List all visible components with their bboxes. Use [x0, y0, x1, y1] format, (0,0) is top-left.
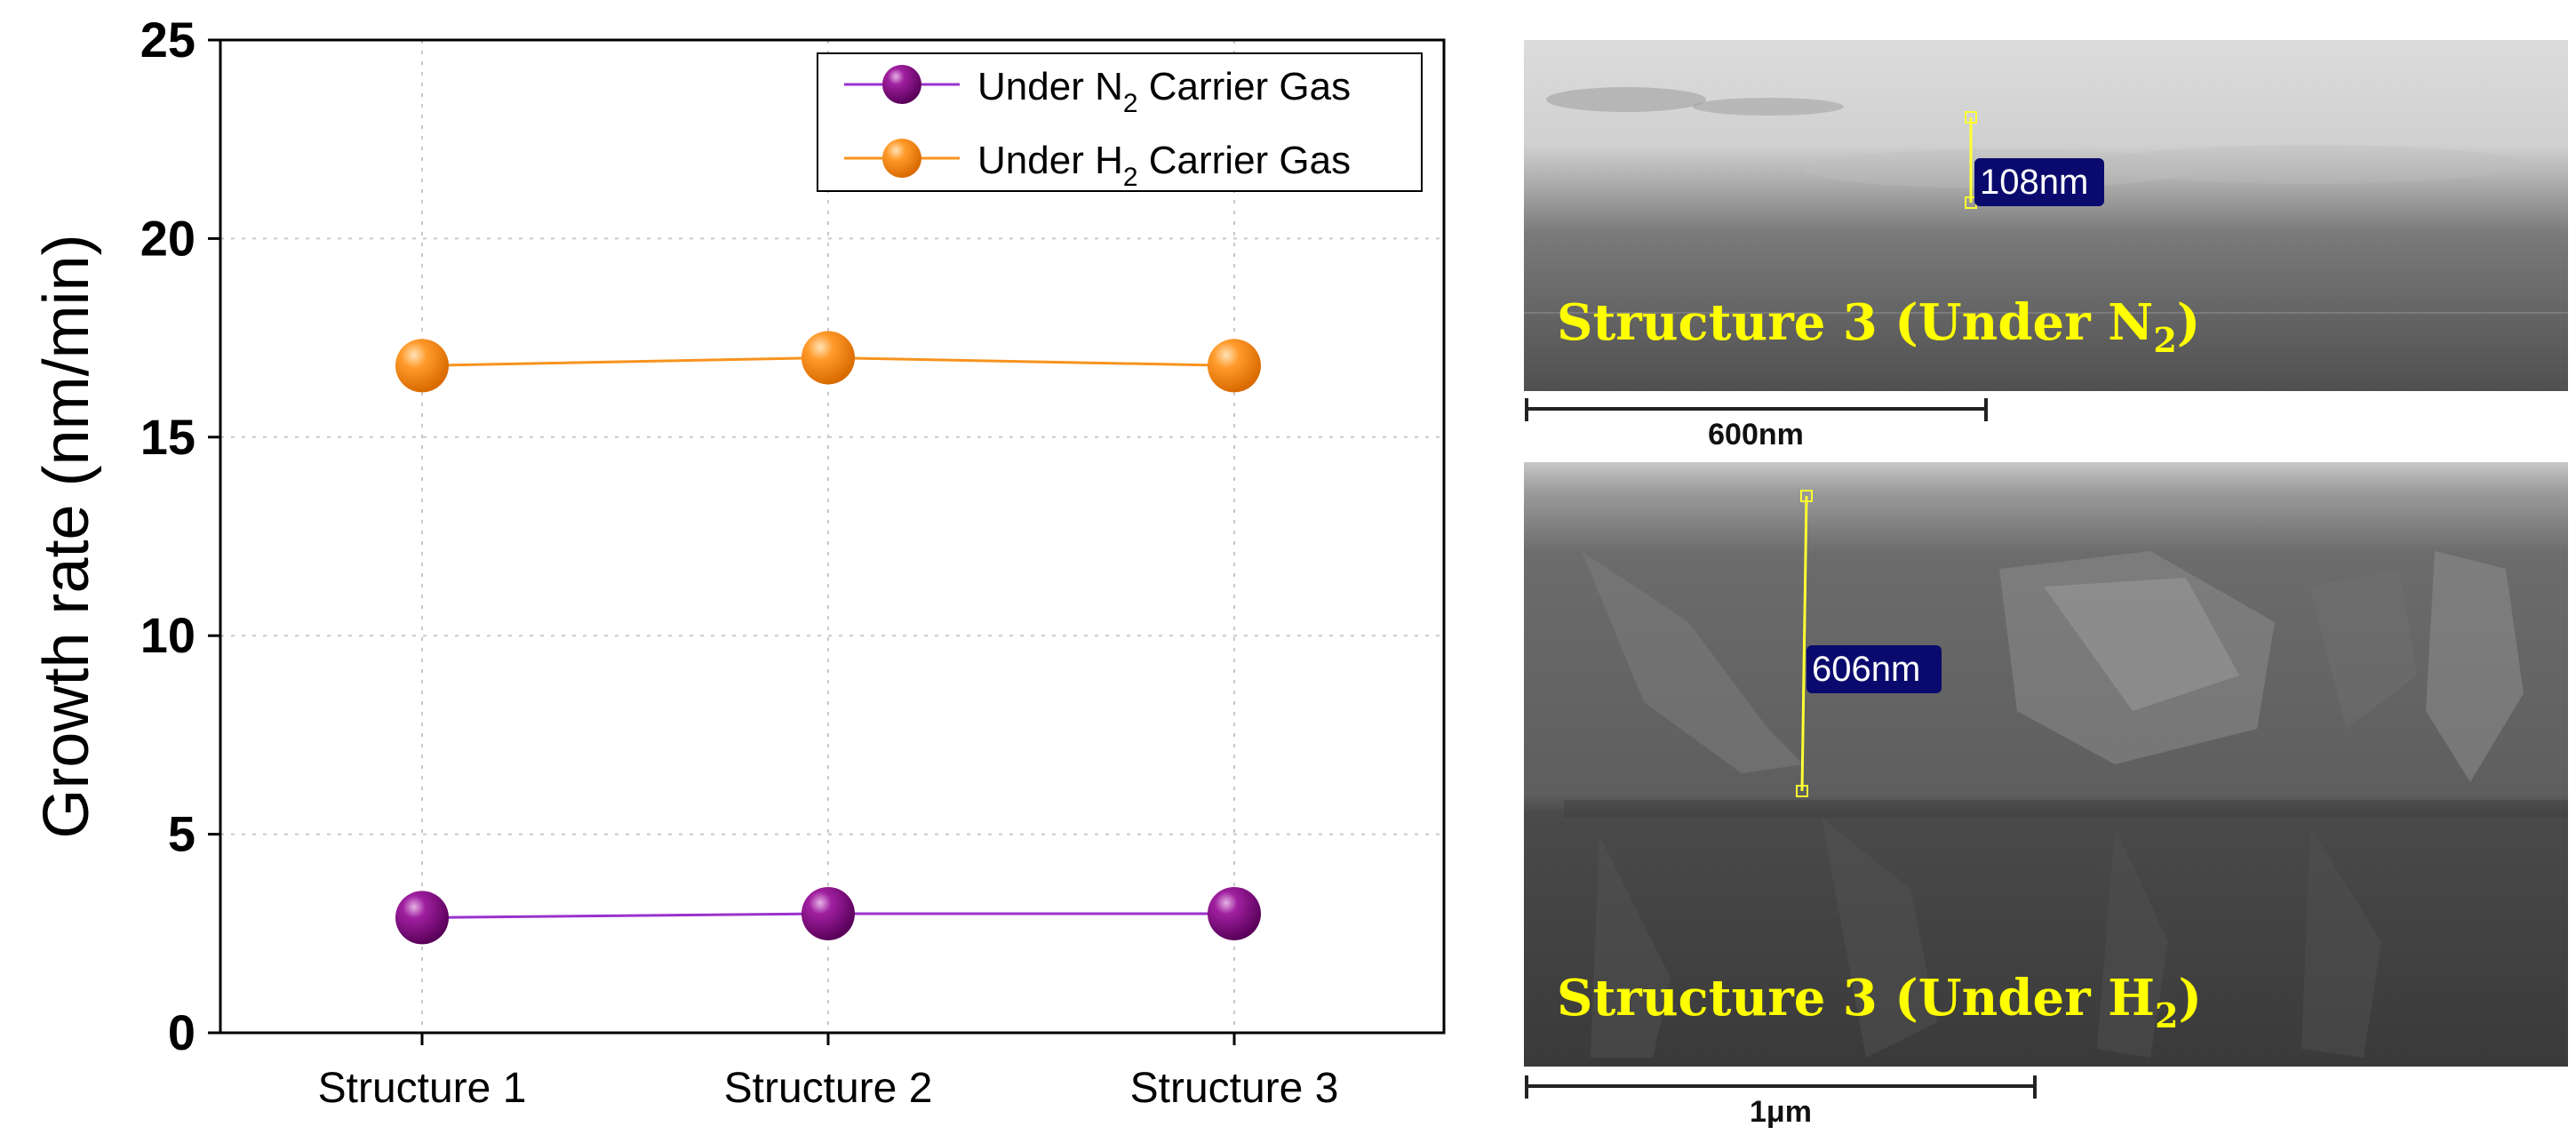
y-axis-label: Growth rate (nm/min) — [31, 234, 102, 838]
measure-label-bottom: 606nm — [1812, 650, 1920, 689]
legend-marker-n2 — [882, 65, 921, 104]
data-point-s0-1 — [802, 886, 855, 940]
measure-line-bottom — [1800, 495, 1808, 792]
measure-label-top: 108nm — [1980, 163, 2088, 202]
y-tick-label-1: 5 — [168, 806, 195, 862]
data-point-s0-2 — [1208, 886, 1261, 940]
data-point-s1-1 — [802, 331, 855, 385]
x-tick-label-2: Structure 3 — [1130, 1065, 1339, 1112]
data-point-s1-0 — [395, 339, 449, 393]
x-axis-ticks: Structure 1 Structure 2 Structure 3 — [318, 1033, 1339, 1112]
sem-image-bottom: 606nm Structure 3 (Under H2) — [1524, 462, 2568, 1067]
grid-lines — [220, 40, 1444, 1033]
legend: Under N2 Carrier Gas Under H2 Carrier Ga… — [817, 52, 1423, 192]
measure-box-top — [1974, 158, 2104, 206]
x-tick-label-0: Structure 1 — [318, 1065, 527, 1112]
legend-label-h2: Under H2 Carrier Gas — [977, 139, 1351, 192]
y-tick-label-2: 10 — [140, 607, 195, 663]
legend-marker-h2 — [882, 139, 921, 178]
measure-box-bottom — [1806, 645, 1942, 693]
sem-bottom-background — [1524, 462, 2568, 1067]
scale-bar-top: 600nm — [1525, 398, 1988, 452]
scale-bar-bottom: 1μm — [1525, 1075, 2037, 1129]
sem-caption-bottom: Structure 3 (Under H2) — [1557, 969, 2202, 1035]
x-tick-label-1: Structure 2 — [724, 1065, 933, 1112]
y-tick-label-4: 20 — [140, 210, 195, 266]
series-layer — [395, 331, 1261, 945]
y-axis-ticks: 0 5 10 15 20 25 — [140, 12, 220, 1060]
scale-label-top: 600nm — [1708, 418, 1804, 452]
data-point-s1-2 — [1208, 339, 1261, 393]
y-tick-label-3: 15 — [140, 409, 195, 465]
y-tick-label-5: 25 — [140, 12, 195, 68]
sem-caption-top: Structure 3 (Under N2) — [1557, 293, 2200, 360]
scale-label-bottom: 1μm — [1750, 1095, 1812, 1129]
data-point-s0-0 — [395, 891, 449, 945]
sem-image-top: 108nm Structure 3 (Under N2) — [1524, 40, 2568, 391]
y-tick-label-0: 0 — [168, 1004, 195, 1060]
legend-label-n2: Under N2 Carrier Gas — [977, 65, 1351, 118]
plot-frame — [219, 38, 1446, 1035]
